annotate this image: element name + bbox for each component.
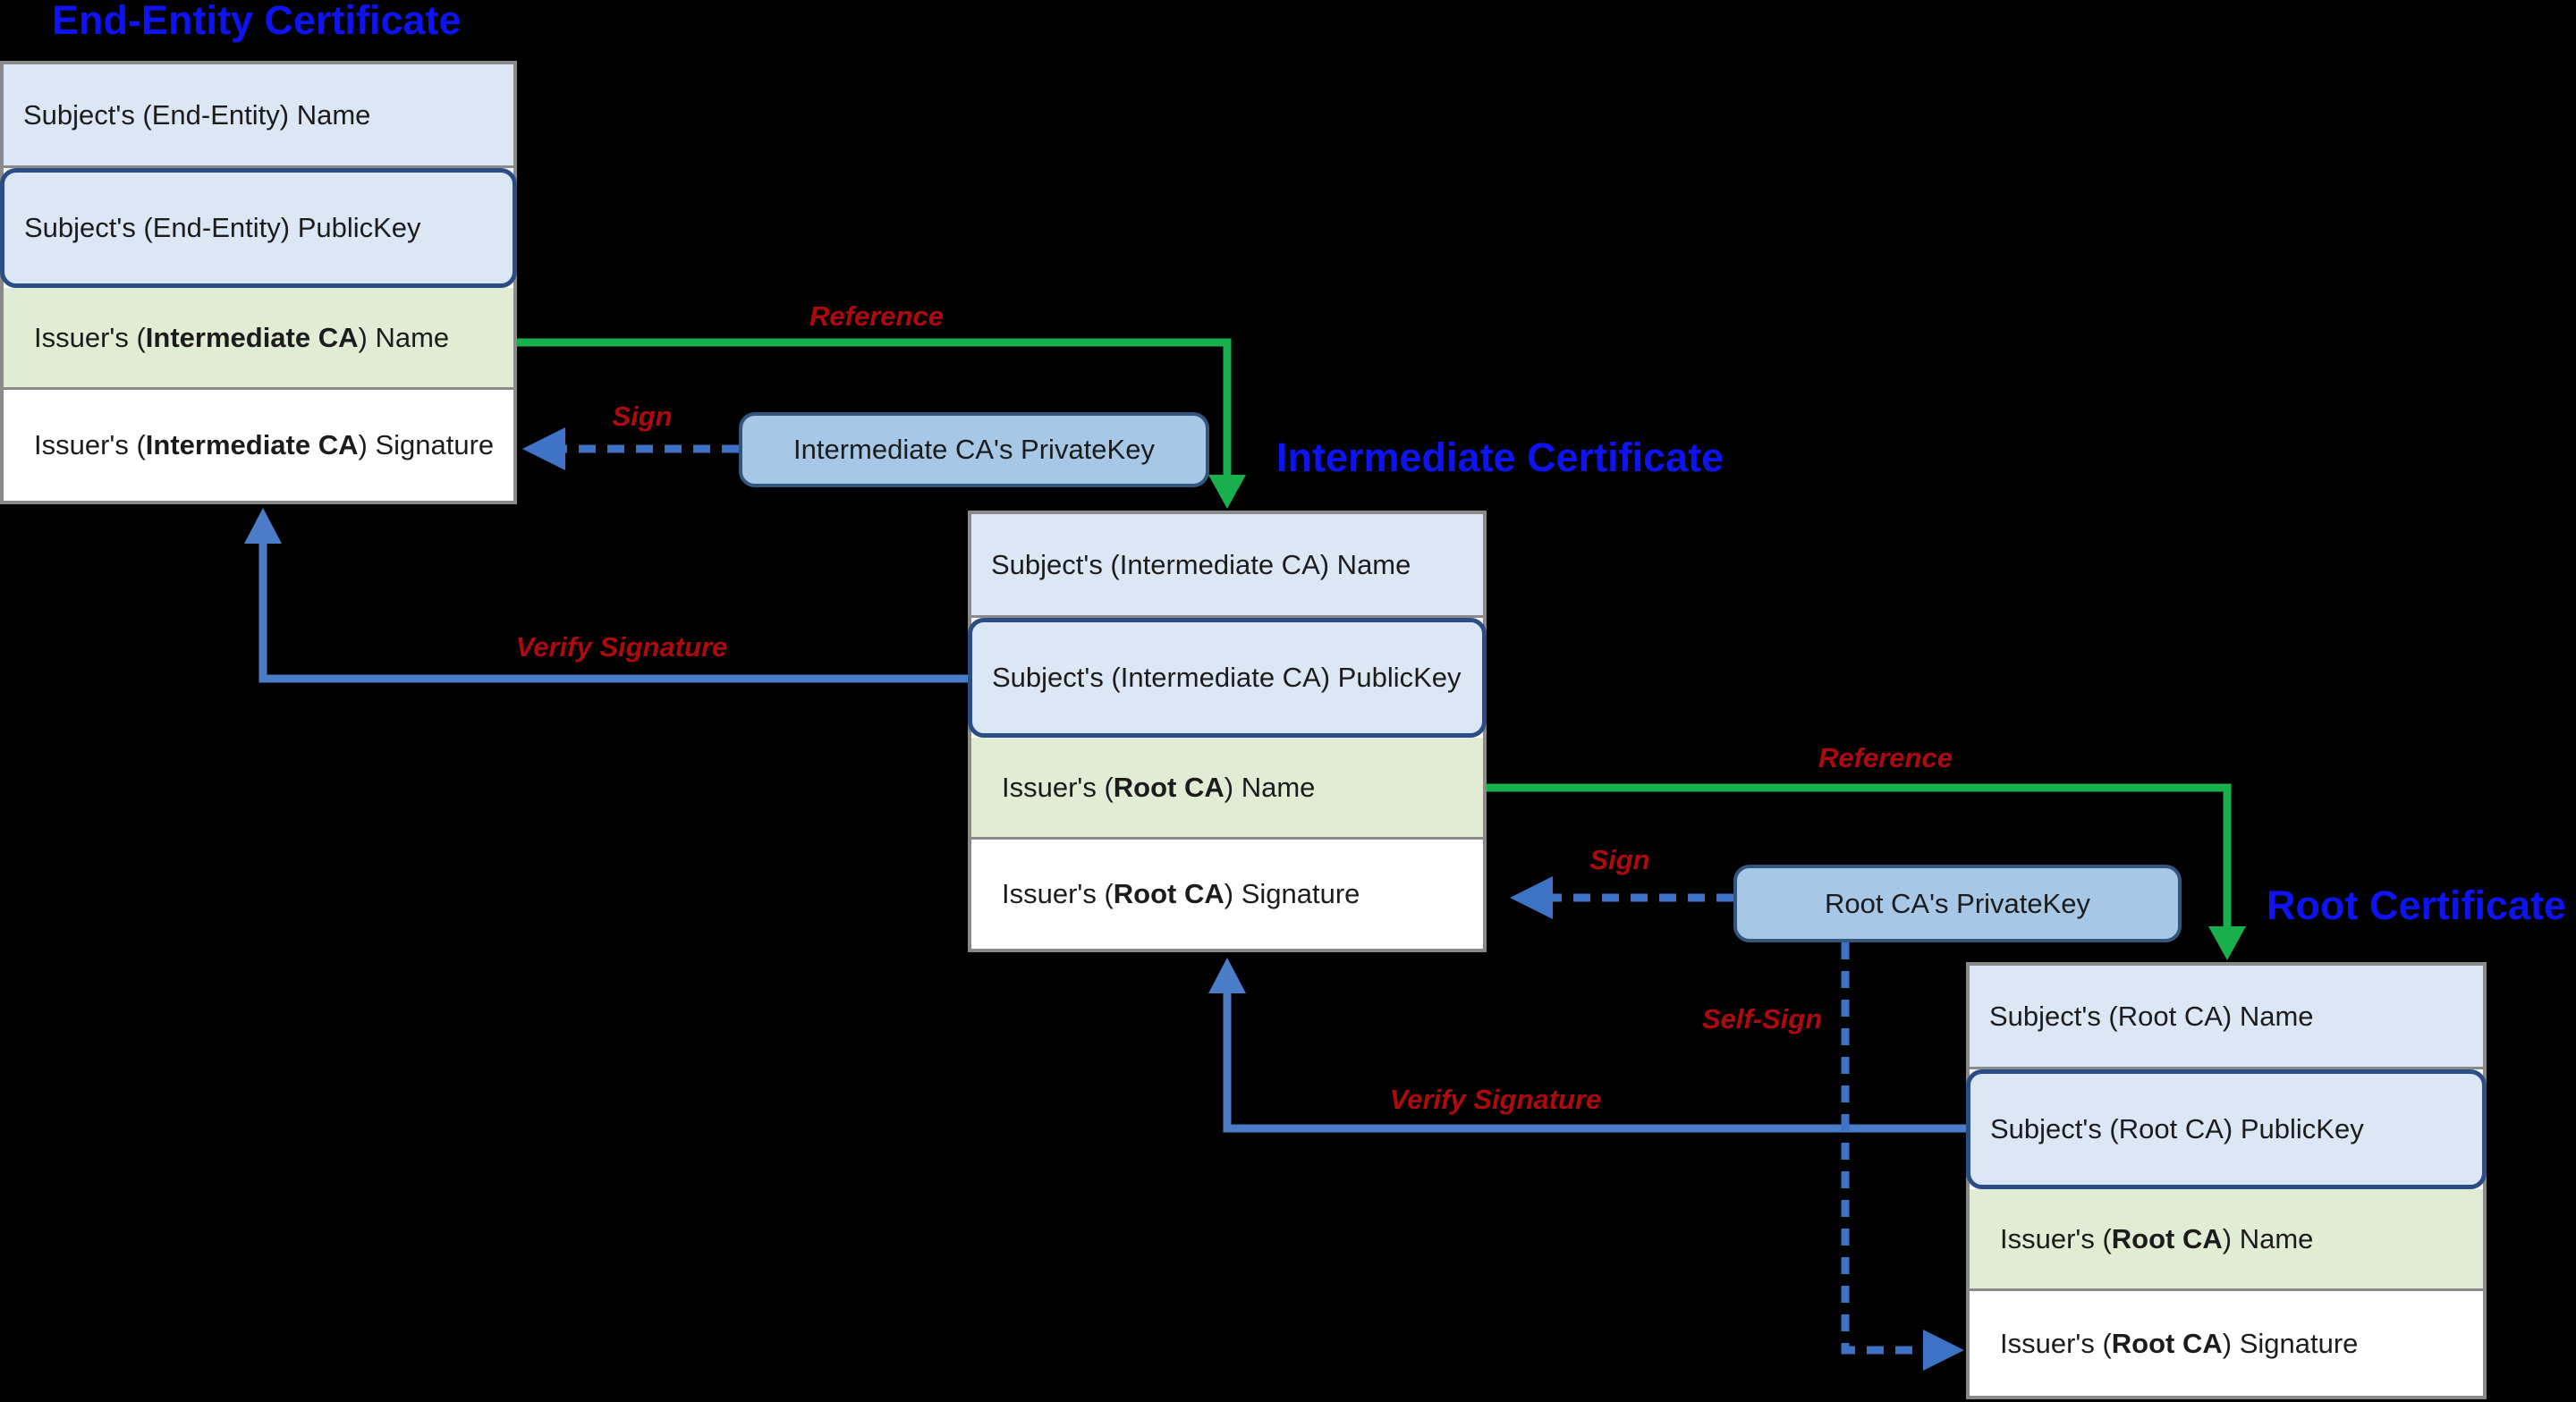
verify-signature-label-2: Verify Signature bbox=[1389, 1084, 1602, 1115]
end-entity-subject-publickey-row: Subject's (End-Entity) PublicKey bbox=[0, 168, 517, 288]
root-ca-privatekey-box: Root CA's PrivateKey bbox=[1733, 865, 2182, 942]
intermediate-ca-privatekey-box: Intermediate CA's PrivateKey bbox=[739, 412, 1209, 487]
end-entity-certificate-table: Subject's (End-Entity) Name Subject's (E… bbox=[0, 61, 517, 504]
root-certificate-table: Subject's (Root CA) Name Subject's (Root… bbox=[1966, 962, 2487, 1399]
end-entity-subject-name-row: Subject's (End-Entity) Name bbox=[4, 64, 513, 168]
intermediate-certificate-table: Subject's (Intermediate CA) Name Subject… bbox=[968, 511, 1487, 952]
reference-label-2: Reference bbox=[1818, 742, 1953, 773]
intermediate-certificate-title: Intermediate Certificate bbox=[1276, 435, 1724, 480]
intermediate-issuer-name-row: Issuer's (Root CA) Name bbox=[971, 738, 1483, 840]
end-entity-issuer-signature-row: Issuer's (Intermediate CA) Signature bbox=[4, 390, 513, 501]
root-issuer-name-row: Issuer's (Root CA) Name bbox=[1970, 1189, 2483, 1291]
end-entity-issuer-name-row: Issuer's (Intermediate CA) Name bbox=[4, 288, 513, 390]
root-certificate-title: Root Certificate bbox=[2267, 883, 2567, 928]
end-entity-certificate-title: End-Entity Certificate bbox=[52, 0, 462, 43]
sign-arrow-2 bbox=[1510, 876, 1733, 919]
intermediate-subject-publickey-row: Subject's (Intermediate CA) PublicKey bbox=[968, 618, 1487, 738]
reference-label-1: Reference bbox=[809, 300, 944, 332]
verify-signature-label-1: Verify Signature bbox=[515, 631, 728, 663]
sign-label-2: Sign bbox=[1589, 844, 1650, 875]
sign-label-1: Sign bbox=[612, 401, 673, 432]
self-sign-arrow bbox=[1841, 942, 1964, 1371]
sign-arrow-1 bbox=[522, 427, 739, 470]
self-sign-label: Self-Sign bbox=[1701, 1003, 1823, 1035]
intermediate-subject-name-row: Subject's (Intermediate CA) Name bbox=[971, 514, 1483, 618]
root-subject-name-row: Subject's (Root CA) Name bbox=[1970, 966, 2483, 1069]
intermediate-issuer-signature-row: Issuer's (Root CA) Signature bbox=[971, 840, 1483, 949]
root-issuer-signature-row: Issuer's (Root CA) Signature bbox=[1970, 1291, 2483, 1396]
root-subject-publickey-row: Subject's (Root CA) PublicKey bbox=[1966, 1069, 2487, 1189]
